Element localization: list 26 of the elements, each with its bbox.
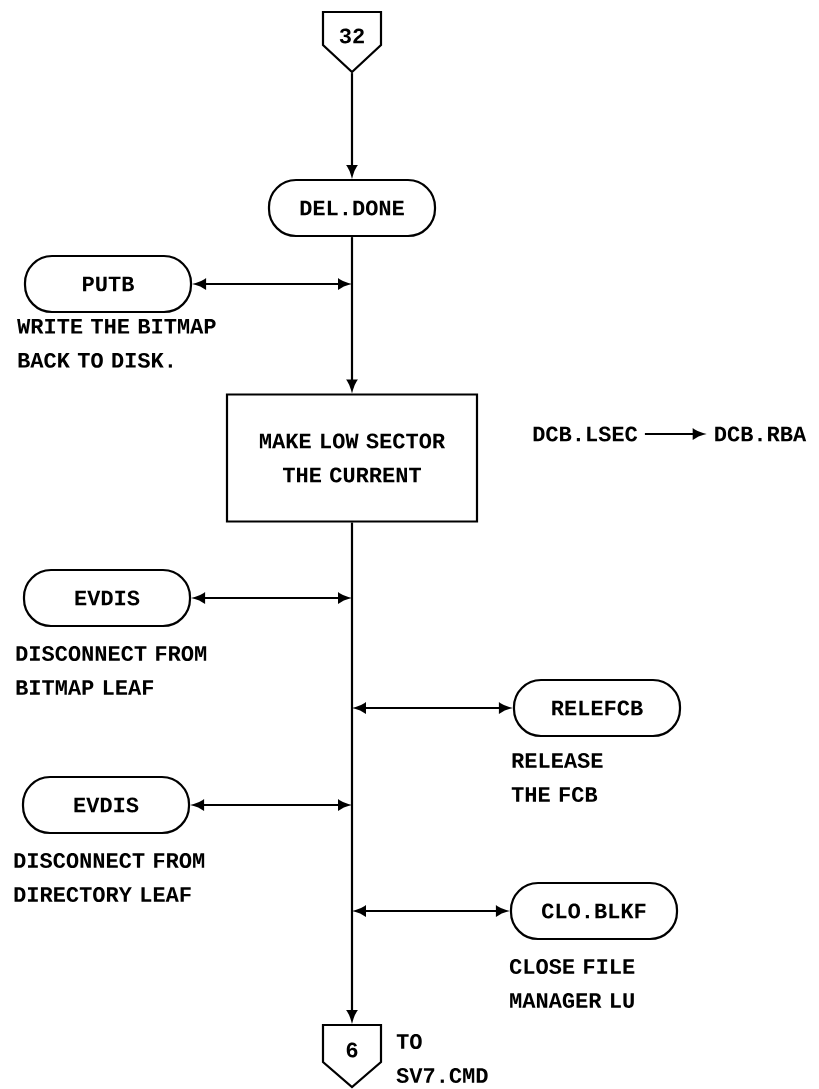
note-text: CLOSE FILE MANAGER LU [509, 959, 635, 1009]
note-text: DISCONNECT FROM BITMAP LEAF [16, 646, 207, 695]
process-box: MAKE LOW SECTOR THE CURRENT [225, 393, 479, 523]
arrow [354, 905, 507, 917]
arrow [644, 428, 704, 440]
terminal-box: PUTB [23, 254, 193, 314]
terminal-box: RELEFCB [512, 678, 682, 738]
register-label: DCB.RBA [715, 426, 807, 442]
arrow [346, 237, 358, 391]
terminal-box: EVDIS [22, 568, 192, 628]
register-label: DCB.LSEC [533, 426, 638, 442]
off-page-connector: 32 [321, 10, 383, 74]
note-text: RELEASE THE FCB [511, 753, 603, 803]
terminal-box: DEL.DONE [267, 178, 437, 238]
terminal-box: EVDIS [21, 775, 191, 835]
note-text: DISCONNECT FROM DIRECTORY LEAF [14, 853, 205, 903]
arrow [194, 592, 350, 604]
arrow [193, 799, 350, 811]
off-page-connector: 6 [321, 1023, 383, 1089]
note-text: TO SV7.CMD [396, 1034, 488, 1084]
arrow [346, 73, 358, 176]
terminal-box: CLO.BLKF [509, 881, 679, 941]
arrow [354, 702, 510, 714]
arrow [346, 522, 358, 1021]
arrow [195, 278, 350, 290]
note-text: WRITE THE BITMAP BACK TO DISK. [17, 319, 216, 368]
